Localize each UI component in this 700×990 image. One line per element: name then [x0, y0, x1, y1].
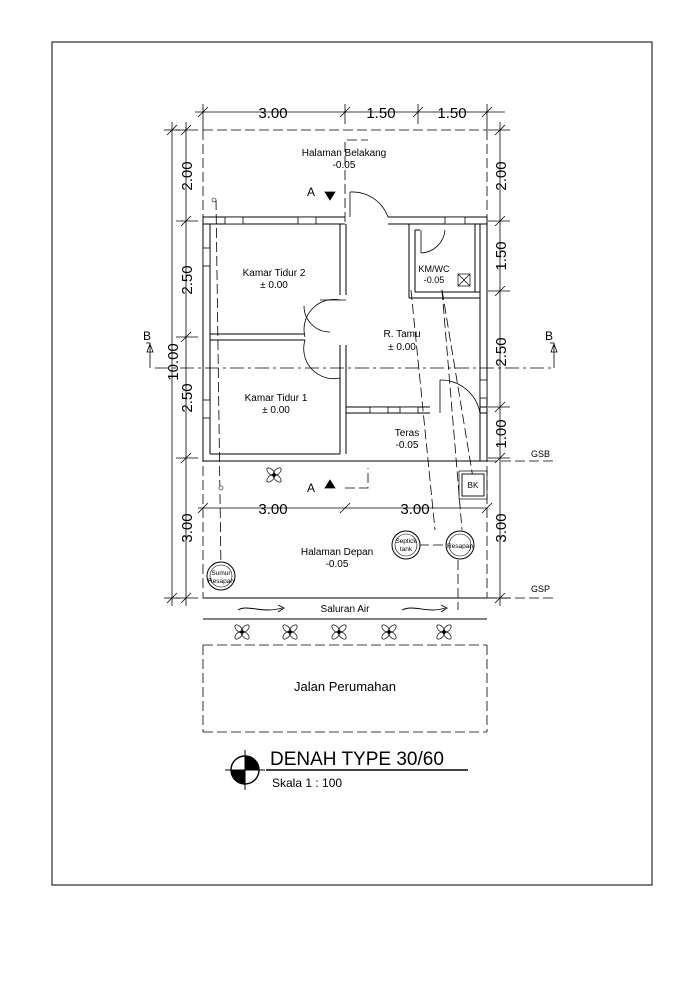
dim-mid-1: 3.00	[258, 501, 287, 518]
room-kmwc: KM/WC	[419, 264, 450, 274]
dim-left-3: 2.50	[179, 383, 196, 412]
plants	[234, 467, 452, 640]
elev-kmwc: -0.05	[424, 275, 445, 285]
north-symbol-icon	[225, 750, 265, 790]
sumur-label-1: Sumur	[211, 570, 231, 577]
saluran-air-channel	[203, 597, 487, 620]
elev-r-tamu: ± 0.00	[388, 342, 416, 353]
bak-kontrol-box	[461, 473, 485, 497]
elev-halaman-depan: -0.05	[326, 559, 349, 570]
dim-top-1: 3.00	[258, 105, 287, 122]
room-teras: Teras	[395, 428, 419, 439]
dim-top-2: 1.50	[366, 105, 395, 122]
elev-teras: -0.05	[396, 440, 419, 451]
room-kamar-tidur-2: Kamar Tidur 2	[243, 268, 306, 279]
resapan-circle	[445, 530, 475, 560]
dim-left-total: 10.00	[165, 343, 182, 381]
plant-icon	[266, 467, 282, 483]
plant-icon	[282, 624, 298, 640]
dim-right-3: 2.50	[493, 337, 510, 366]
walls	[202, 216, 488, 462]
dim-right-5: 3.00	[493, 513, 510, 542]
plant-icon	[436, 624, 452, 640]
sumur-label-2: Resapan	[208, 578, 234, 585]
dim-right-2: 1.50	[493, 241, 510, 270]
room-halaman-belakang: Halaman Belakang	[302, 148, 387, 159]
room-r-tamu: R. Tamu	[383, 329, 420, 340]
section-a-bottom-label: A	[307, 481, 315, 495]
toilet-icon	[457, 273, 471, 287]
room-kamar-tidur-1: Kamar Tidur 1	[245, 393, 308, 404]
windows	[202, 216, 488, 419]
elev-kamar-tidur-2: ± 0.00	[260, 280, 288, 291]
bk-label: BK	[468, 481, 479, 490]
septick-label-2: tank	[400, 546, 413, 553]
drawing-scale: Skala 1 : 100	[272, 776, 342, 790]
sumur-resapan-circle	[206, 561, 236, 591]
plant-icon	[331, 624, 347, 640]
dim-left-4: 3.00	[179, 513, 196, 542]
doors	[303, 191, 481, 414]
plant-icon	[234, 624, 250, 640]
gsp-label: GSP	[531, 584, 550, 594]
septic-tank-circle	[391, 530, 421, 560]
dim-left-1: 2.00	[179, 161, 196, 190]
section-a-top-label: A	[307, 185, 315, 199]
elev-kamar-tidur-1: ± 0.00	[262, 405, 290, 416]
dimension-lines	[164, 104, 510, 606]
dim-top-3: 1.50	[437, 105, 466, 122]
jalan-perumahan-label: Jalan Perumahan	[294, 679, 396, 694]
septick-label-1: Septick	[395, 538, 417, 545]
drawing-title: DENAH TYPE 30/60	[270, 749, 444, 770]
plant-icon	[381, 624, 397, 640]
resapan-label: Resapan	[447, 543, 473, 550]
section-markers	[146, 191, 558, 489]
sheet-border	[51, 41, 653, 886]
dim-mid-2: 3.00	[400, 501, 429, 518]
room-halaman-depan: Halaman Depan	[301, 547, 373, 558]
section-b-right-label: B	[545, 329, 553, 343]
dim-right-4: 1.00	[493, 419, 510, 448]
saluran-air-label: Saluran Air	[321, 604, 371, 615]
dim-left-2: 2.50	[179, 265, 196, 294]
elev-halaman-belakang: -0.05	[333, 160, 356, 171]
dim-right-1: 2.00	[493, 161, 510, 190]
section-b-left-label: B	[143, 329, 151, 343]
gsb-label: GSB	[531, 449, 550, 459]
